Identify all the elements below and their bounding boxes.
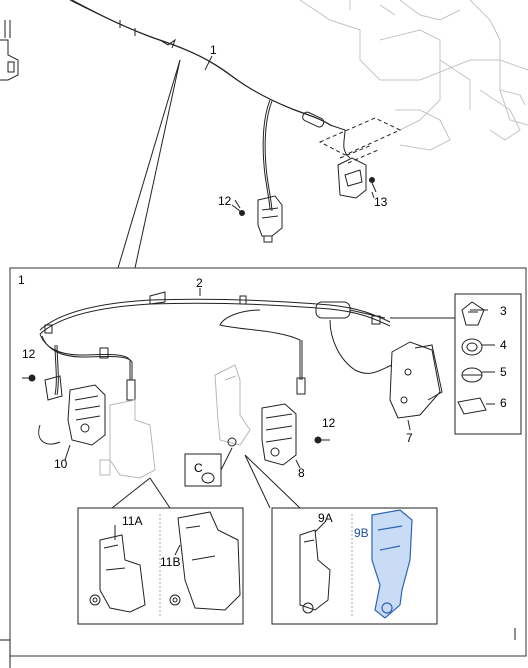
clip-5 xyxy=(461,367,483,383)
dashed-mounting-outline xyxy=(318,117,402,164)
callout-9a: 9A xyxy=(318,511,333,525)
bracket-ghost-center xyxy=(214,364,251,446)
screw-right xyxy=(314,436,330,444)
clip-4 xyxy=(461,338,483,356)
callout-7: 7 xyxy=(406,431,413,445)
bracket-11B xyxy=(169,511,241,611)
bracket-9A xyxy=(299,529,331,614)
callout-1-top: 1 xyxy=(210,43,217,57)
callout-1-inset: 1 xyxy=(18,273,25,287)
callout-12-top: 12 xyxy=(218,194,232,208)
harness-assembly-inset xyxy=(39,291,455,401)
callout-6: 6 xyxy=(500,396,507,410)
connector-top-left xyxy=(0,20,19,81)
latch-8 xyxy=(227,403,297,466)
callout-11a: 11A xyxy=(122,514,143,528)
clip-3 xyxy=(461,301,485,326)
callout-8: 8 xyxy=(298,466,305,480)
callout-c: C xyxy=(194,461,203,475)
callout-5: 5 xyxy=(500,365,507,379)
bracket-9B-highlighted xyxy=(371,509,413,619)
striker-7 xyxy=(389,341,443,419)
callout-12-left: 12 xyxy=(22,347,36,361)
clip-6 xyxy=(457,397,487,415)
striker-top xyxy=(337,157,377,199)
callout-12-right: 12 xyxy=(322,416,336,430)
callout-10: 10 xyxy=(54,457,68,471)
callout-3: 3 xyxy=(500,304,507,318)
callout-9b: 9B xyxy=(354,526,369,540)
bracket-ghost-left xyxy=(99,399,156,479)
bracket-11A xyxy=(89,534,146,613)
callout-11b: 11B xyxy=(160,555,181,569)
screw-left xyxy=(22,374,36,382)
vehicle-body-ghost xyxy=(299,0,528,151)
detail-c xyxy=(184,447,233,487)
callout-2: 2 xyxy=(196,276,203,290)
callout-13: 13 xyxy=(374,195,388,209)
harness-top xyxy=(69,0,351,243)
latch-10 xyxy=(38,375,106,446)
callout-4: 4 xyxy=(500,338,507,352)
